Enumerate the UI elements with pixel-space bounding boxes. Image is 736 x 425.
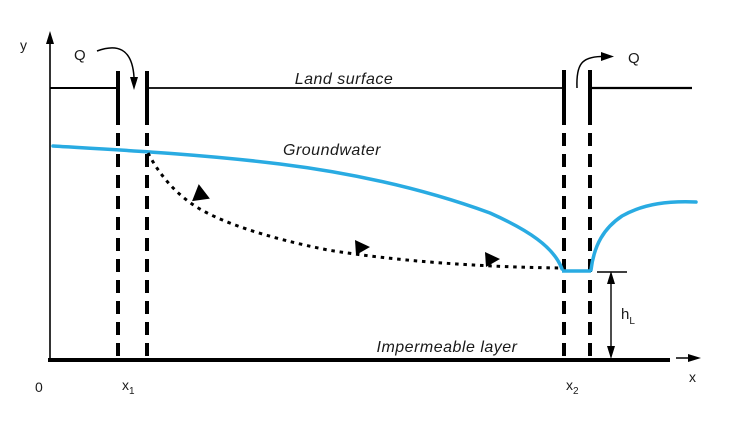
x1-tick-label: x1 [122,377,135,397]
head-loss-label: hL [621,306,635,327]
well-x2: x2 [562,70,592,397]
head-loss-down-arrowhead-icon [607,346,615,359]
head-loss-label-base: h [621,306,629,323]
flow-arrowhead-3-icon [485,252,500,267]
flow-path-dotted-curve [146,152,561,270]
y-axis-arrowhead-icon [46,31,54,44]
well-x1: x1 [116,71,149,397]
groundwater-table: Groundwater [51,142,698,273]
head-loss-label-subscript: L [629,316,635,327]
origin-label: 0 [35,379,43,395]
head-loss-dimension: hL [597,271,635,359]
q-left-arrowhead-icon [130,77,138,90]
head-loss-up-arrowhead-icon [607,271,615,284]
x-axis: x 0 [35,354,701,395]
q-left-label: Q [74,47,86,64]
water-table-curve-left [51,144,564,271]
y-axis: y [20,31,54,360]
water-table-curve-right [589,200,698,272]
x2-label-subscript: 2 [573,386,579,397]
q-right-arrowhead-icon [601,52,614,61]
x-axis-arrowhead-icon [688,354,701,362]
y-axis-label: y [20,37,27,53]
q-right-flow: Q [576,50,640,89]
flow-arrowhead-2-icon [355,240,370,255]
impermeable-layer-label: Impermeable layer [377,339,518,356]
x1-label-base: x [122,377,129,393]
q-right-arrow-curve [576,55,602,89]
flow-arrowhead-1-icon [192,184,210,202]
x-axis-label: x [689,369,696,385]
flow-path [146,152,561,270]
groundwater-label: Groundwater [283,142,381,159]
q-right-label: Q [628,50,640,67]
land-surface: Land surface [50,71,692,90]
q-left-flow: Q [74,47,138,90]
land-surface-label: Land surface [295,71,394,88]
x2-tick-label: x2 [566,377,579,397]
q-left-arrow-curve [96,47,135,78]
x1-label-subscript: 1 [129,386,135,397]
x2-label-base: x [566,377,573,393]
